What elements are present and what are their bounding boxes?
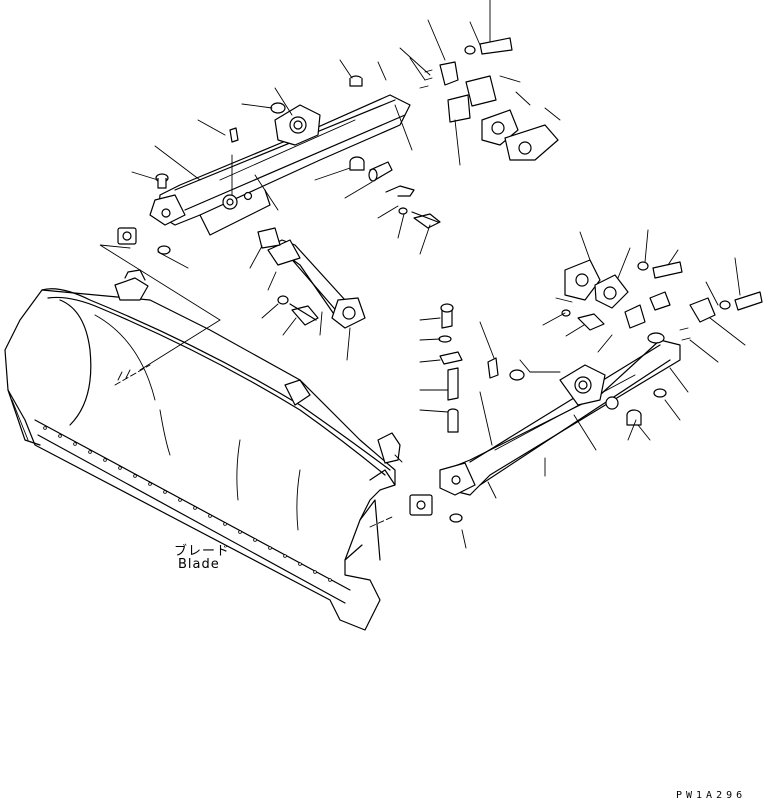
right-arm-parts [409,259,763,523]
right-frame-arm [439,332,681,496]
drawing-code: PW1A296 [676,790,747,801]
blade [4,269,403,631]
left-arm-parts [117,37,559,255]
blade-label-english: Blade [178,557,220,572]
blade-label-japanese: ブレード [174,544,231,559]
cutting-edge-bolt-holes [43,426,332,582]
left-frame-arm [149,94,411,236]
leader-lines [99,0,746,549]
diagonal-brace [257,227,366,329]
